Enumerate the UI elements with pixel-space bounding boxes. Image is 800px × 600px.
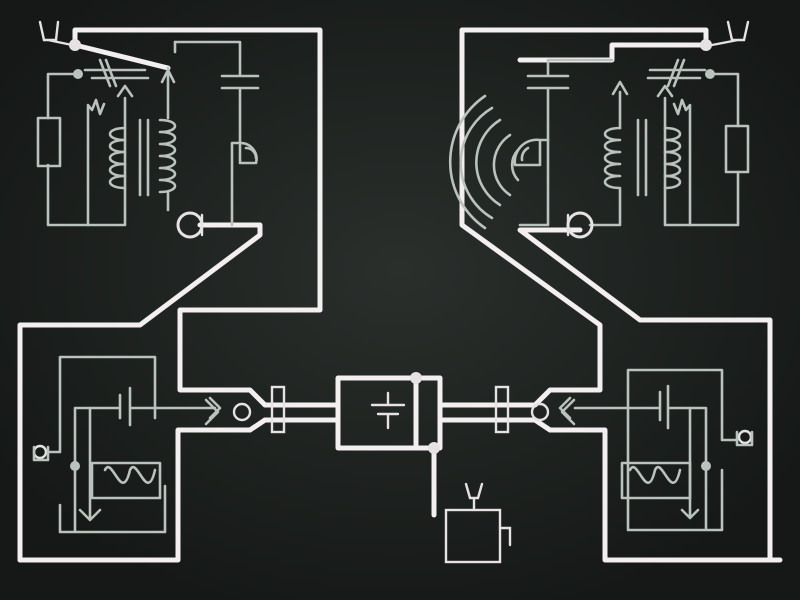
main-wiring-outline bbox=[17, 27, 783, 563]
lower-left-station bbox=[32, 355, 286, 534]
coil-icon bbox=[620, 461, 692, 500]
rheostat-icon bbox=[36, 72, 106, 227]
telephone-receiver-icon bbox=[176, 211, 204, 239]
bell-icon bbox=[626, 368, 754, 532]
spark-gap-icon bbox=[494, 385, 576, 434]
signal-waves-icon bbox=[448, 94, 520, 230]
capacitor-icon bbox=[518, 58, 614, 227]
antenna-icon bbox=[38, 20, 74, 47]
rheostat-icon bbox=[672, 72, 750, 227]
central-unit bbox=[370, 372, 512, 564]
spark-gap-icon bbox=[204, 385, 286, 434]
receiver-box-icon bbox=[444, 482, 512, 564]
battery-icon bbox=[370, 391, 406, 430]
coil-icon bbox=[90, 461, 162, 500]
capacitor-icon bbox=[173, 40, 260, 145]
variable-inductor-icon bbox=[160, 66, 176, 212]
lower-right-station bbox=[494, 368, 754, 532]
telephone-receiver-icon bbox=[566, 211, 594, 239]
antenna-icon bbox=[710, 20, 750, 47]
upper-left-station bbox=[36, 20, 260, 239]
coil-icon bbox=[86, 84, 177, 227]
relay-contacts-icon bbox=[558, 384, 711, 530]
upper-right-station bbox=[448, 20, 750, 239]
coil-icon bbox=[588, 80, 692, 227]
detector-lamp-icon bbox=[230, 141, 258, 227]
bell-icon bbox=[32, 355, 157, 462]
relay-contacts-icon bbox=[58, 386, 222, 534]
